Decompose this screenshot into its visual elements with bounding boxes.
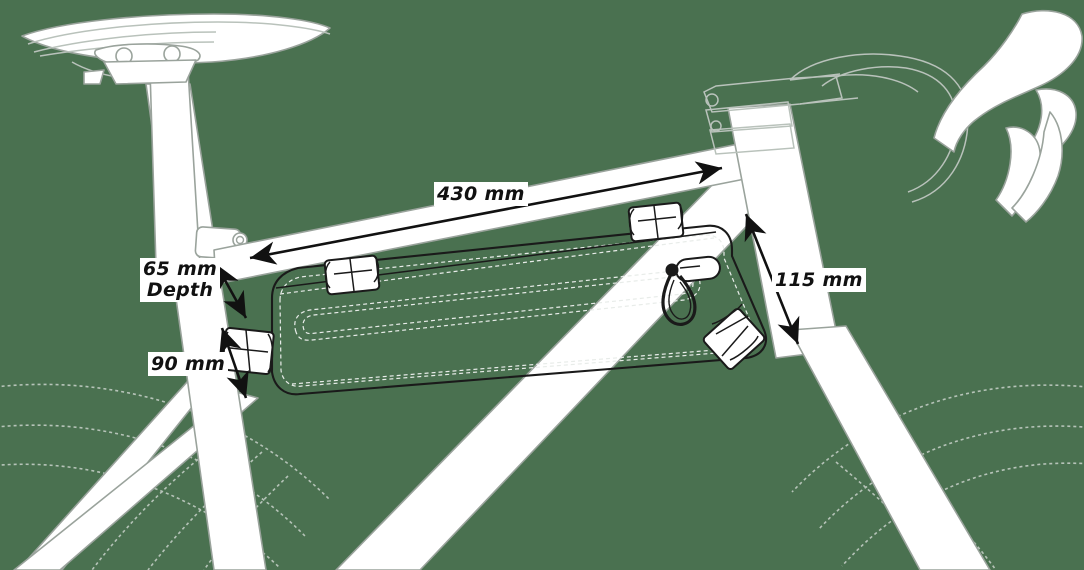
rear-wheel-tire-inner [0,424,306,537]
stem-assembly [703,75,843,155]
front-wheel-tire-inner [817,425,1084,531]
dimension-line-65mm [214,263,248,319]
dimension-label-115mm: 115 mm [772,268,866,292]
fork [789,325,991,570]
dimension-label-430mm: 430 mm [434,182,528,206]
dimension-line-90mm [219,327,249,399]
dimension-line-430mm [249,161,723,265]
rear-wheel-tire-outer [0,383,331,501]
dimension-label-65mm-line1: 65 mm [143,258,218,280]
rear-wheel-spoke-3 [203,475,289,570]
seat-clamp-bolt-inner [235,235,245,245]
saddle [21,13,331,85]
dimension-label-65mm-line2: Depth [146,279,214,301]
dimension-label-90mm: 90 mm [148,352,229,376]
brake-lever [933,9,1083,223]
front-wheel-tire-outer [791,384,1084,493]
handlebar [789,53,969,203]
dimension-label-65mm: 65 mm Depth [140,258,221,302]
